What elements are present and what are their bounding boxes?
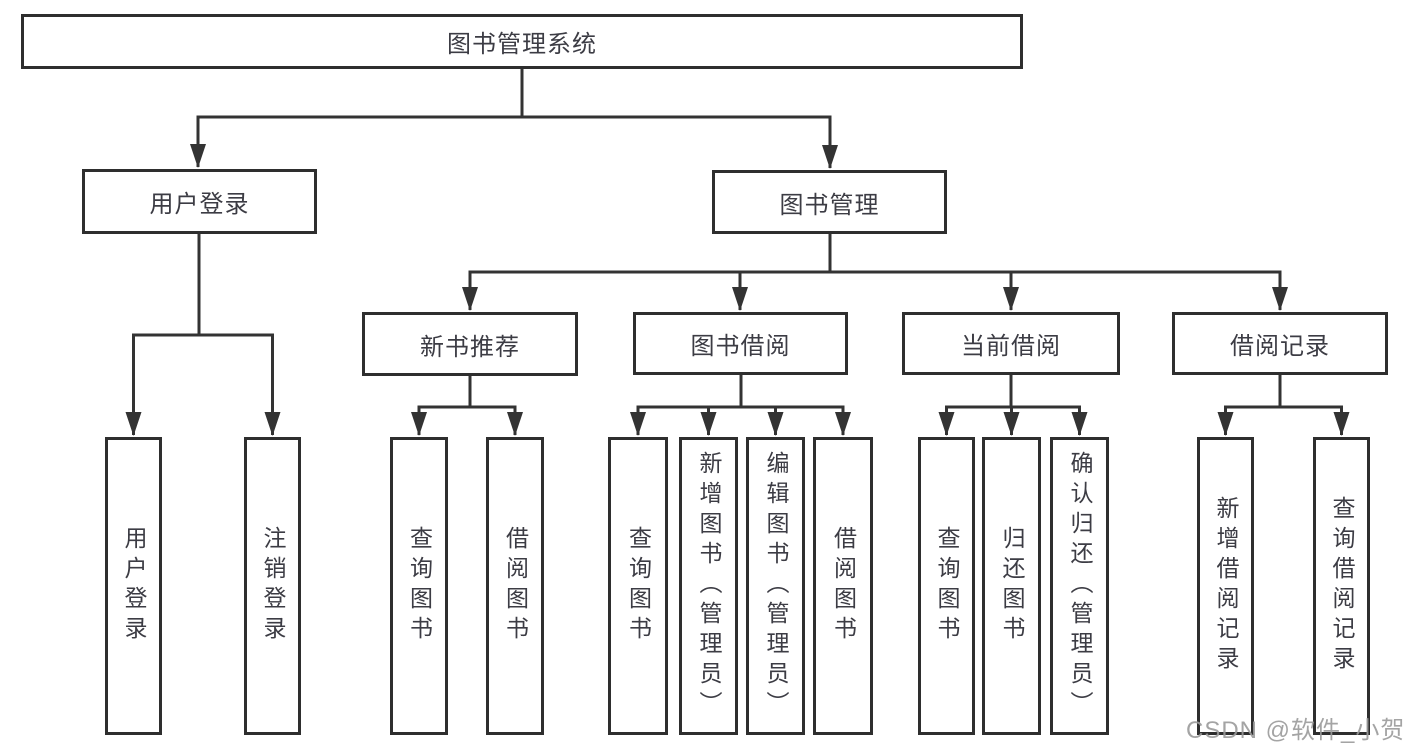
leaf-label: 新增借阅记录 bbox=[1213, 496, 1239, 676]
node-user-login-branch: 用户登录 bbox=[82, 169, 317, 234]
node-label: 图书管理 bbox=[779, 191, 880, 219]
leaf-label: 查询图书 bbox=[934, 526, 960, 646]
leaf-label: 用户登录 bbox=[121, 526, 147, 646]
leaf-label: 查询图书 bbox=[406, 526, 433, 646]
node-borrowing-records: 借阅记录 bbox=[1172, 312, 1388, 375]
leaf-label: 注销登录 bbox=[260, 526, 286, 646]
leaf-borrowing-add-books-admin: 新增图书（管理员） bbox=[679, 437, 738, 735]
node-label: 图书管理系统 bbox=[447, 31, 597, 58]
leaf-label: 借阅图书 bbox=[830, 526, 857, 646]
node-label: 借阅记录 bbox=[1230, 333, 1330, 360]
leaf-label: 查询图书 bbox=[625, 526, 652, 646]
node-library-management-system: 图书管理系统 bbox=[21, 14, 1023, 69]
leaf-label: 编辑图书（管理员） bbox=[763, 451, 789, 721]
node-new-book-recommendation: 新书推荐 bbox=[362, 312, 578, 376]
node-label: 用户登录 bbox=[149, 191, 250, 218]
leaf-label: 新增图书（管理员） bbox=[696, 451, 722, 721]
leaf-newbook-borrow-books: 借阅图书 bbox=[486, 437, 544, 735]
leaf-current-return-books: 归还图书 bbox=[982, 437, 1041, 735]
leaf-label: 查询借阅记录 bbox=[1329, 496, 1355, 676]
leaf-label: 归还图书 bbox=[999, 526, 1025, 646]
node-label: 图书借阅 bbox=[690, 333, 791, 360]
node-book-borrowing: 图书借阅 bbox=[633, 312, 848, 375]
leaf-borrowing-borrow-books: 借阅图书 bbox=[813, 437, 873, 735]
leaf-label: 借阅图书 bbox=[502, 526, 529, 646]
leaf-borrowing-edit-books-admin: 编辑图书（管理员） bbox=[746, 437, 805, 735]
leaf-records-query-borrow-record: 查询借阅记录 bbox=[1313, 437, 1370, 735]
csdn-watermark: CSDN @软件_小贺同学 bbox=[1186, 717, 1405, 744]
leaf-current-query-books: 查询图书 bbox=[918, 437, 975, 735]
node-label: 当前借阅 bbox=[961, 333, 1061, 360]
node-label: 新书推荐 bbox=[420, 333, 520, 361]
leaf-borrowing-query-books: 查询图书 bbox=[608, 437, 668, 735]
leaf-newbook-query-books: 查询图书 bbox=[390, 437, 448, 735]
node-current-borrowing: 当前借阅 bbox=[902, 312, 1120, 375]
leaf-records-add-borrow-record: 新增借阅记录 bbox=[1197, 437, 1254, 735]
leaf-user-login: 用户登录 bbox=[105, 437, 162, 735]
node-book-management: 图书管理 bbox=[712, 170, 947, 234]
leaf-current-confirm-return-admin: 确认归还（管理员） bbox=[1050, 437, 1109, 735]
leaf-logout: 注销登录 bbox=[244, 437, 301, 735]
leaf-label: 确认归还（管理员） bbox=[1067, 451, 1093, 721]
